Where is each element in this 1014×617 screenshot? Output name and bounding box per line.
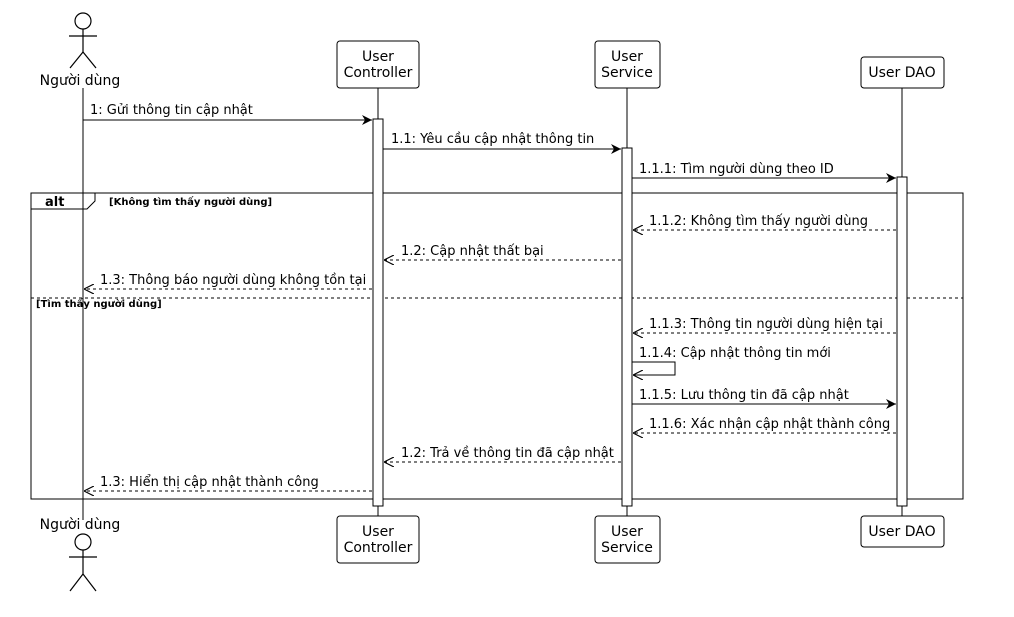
svg-text:User DAO: User DAO bbox=[868, 524, 935, 540]
participant-service-bottom: User Service bbox=[594, 515, 661, 564]
participant-controller-top: User Controller bbox=[336, 40, 420, 89]
actor-user-label-bottom: Người dùng bbox=[40, 517, 121, 533]
svg-text:User: User bbox=[611, 49, 643, 65]
svg-text:Service: Service bbox=[601, 540, 653, 556]
alt-frame: alt [Không tìm thấy người dùng] [Tìm thấ… bbox=[30, 192, 964, 500]
participant-dao-top: User DAO bbox=[860, 56, 945, 89]
participant-service-top: User Service bbox=[594, 40, 661, 89]
message-1-3-fail: 1.3: Thông báo người dùng không tồn tại bbox=[84, 273, 372, 289]
alt-guard-not-found: [Không tìm thấy người dùng] bbox=[109, 195, 272, 208]
svg-text:1: Gửi thông tin cập nhật: 1: Gửi thông tin cập nhật bbox=[90, 103, 253, 118]
svg-text:1.1.3: Thông tin người dùng hi: 1.1.3: Thông tin người dùng hiện tại bbox=[649, 317, 883, 332]
participant-dao-bottom: User DAO bbox=[860, 515, 945, 548]
actor-head-icon bbox=[74, 12, 92, 30]
message-1-3-ok: 1.3: Hiển thị cập nhật thành công bbox=[84, 475, 372, 491]
svg-text:Service: Service bbox=[601, 65, 653, 81]
actor-user-top bbox=[69, 12, 97, 69]
message-1-1-2: 1.1.2: Không tìm thấy người dùng bbox=[633, 214, 896, 230]
actor-head-icon bbox=[74, 533, 92, 551]
svg-text:1.1.2: Không tìm thấy người dù: 1.1.2: Không tìm thấy người dùng bbox=[649, 214, 868, 229]
svg-text:1.1: Yêu cầu cập nhật thông ti: 1.1: Yêu cầu cập nhật thông tin bbox=[391, 132, 594, 147]
message-1-1-4: 1.1.4: Cập nhật thông tin mới bbox=[632, 346, 831, 375]
svg-text:1.3: Thông báo người dùng khôn: 1.3: Thông báo người dùng không tồn tại bbox=[100, 273, 366, 288]
message-1-1-5: 1.1.5: Lưu thông tin đã cập nhật bbox=[632, 388, 896, 409]
svg-text:Controller: Controller bbox=[344, 65, 413, 81]
message-1-1-1: 1.1.1: Tìm người dùng theo ID bbox=[632, 162, 896, 183]
svg-text:1.3: Hiển thị cập nhật thành c: 1.3: Hiển thị cập nhật thành công bbox=[100, 475, 319, 490]
svg-text:User: User bbox=[362, 49, 394, 65]
svg-text:1.1.6: Xác nhận cập nhật thành: 1.1.6: Xác nhận cập nhật thành công bbox=[649, 417, 890, 432]
svg-text:1.1.1: Tìm người dùng theo ID: 1.1.1: Tìm người dùng theo ID bbox=[639, 162, 834, 177]
svg-text:1.1.4: Cập nhật thông tin mới: 1.1.4: Cập nhật thông tin mới bbox=[639, 346, 831, 361]
alt-frame-label: alt bbox=[45, 195, 64, 210]
activation-dao bbox=[896, 176, 908, 507]
svg-text:User DAO: User DAO bbox=[868, 65, 935, 81]
message-1-1: 1.1: Yêu cầu cập nhật thông tin bbox=[383, 132, 621, 154]
message-1-2-fail: 1.2: Cập nhật thất bại bbox=[384, 244, 621, 260]
svg-text:1.1.5: Lưu thông tin đã cập nh: 1.1.5: Lưu thông tin đã cập nhật bbox=[639, 388, 849, 403]
message-1-1-6: 1.1.6: Xác nhận cập nhật thành công bbox=[633, 417, 896, 433]
alt-guard-found: [Tìm thấy người dùng] bbox=[36, 297, 162, 310]
svg-text:Controller: Controller bbox=[344, 540, 413, 556]
activation-service bbox=[621, 147, 633, 507]
activation-controller bbox=[372, 118, 384, 507]
svg-text:User: User bbox=[362, 524, 394, 540]
message-1-1-3: 1.1.3: Thông tin người dùng hiện tại bbox=[633, 317, 896, 333]
svg-text:1.2: Cập nhật thất bại: 1.2: Cập nhật thất bại bbox=[401, 244, 544, 259]
actor-user-bottom bbox=[69, 533, 97, 592]
svg-text:User: User bbox=[611, 524, 643, 540]
actor-user-label-top: Người dùng bbox=[40, 73, 121, 89]
svg-text:1.2: Trả về thông tin đã cập n: 1.2: Trả về thông tin đã cập nhật bbox=[401, 446, 614, 461]
participant-controller-bottom: User Controller bbox=[336, 515, 420, 564]
message-1-2-ok: 1.2: Trả về thông tin đã cập nhật bbox=[384, 446, 621, 462]
message-1: 1: Gửi thông tin cập nhật bbox=[83, 103, 372, 125]
